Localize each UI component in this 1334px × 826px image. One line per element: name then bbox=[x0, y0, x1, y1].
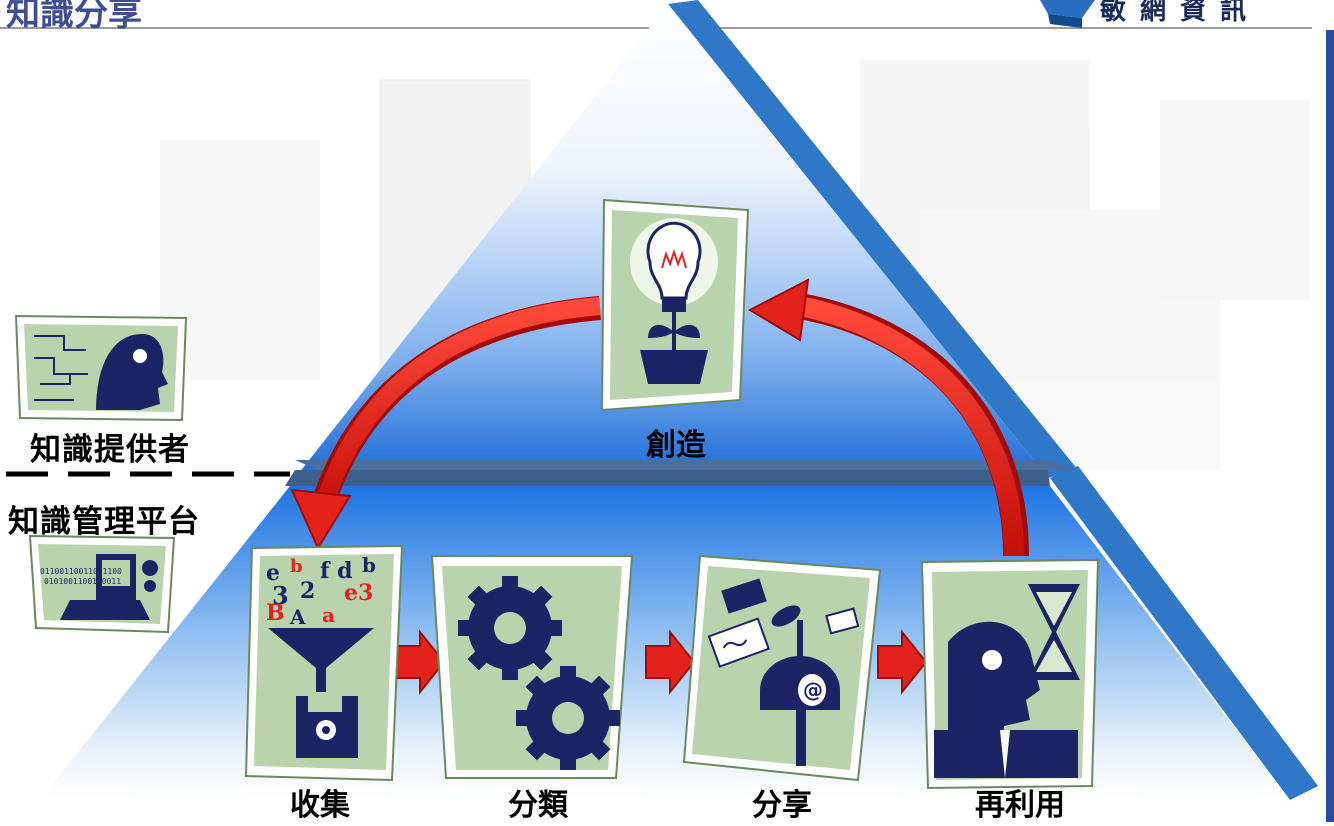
arrow-collect-to-classify bbox=[395, 629, 446, 695]
arrow-create-to-collect bbox=[290, 296, 602, 551]
head-hourglass-icon bbox=[920, 558, 1100, 790]
funnel-disk-icon: e b f d b 3 2 e3 B A a bbox=[244, 544, 404, 782]
svg-text:2: 2 bbox=[300, 578, 315, 604]
svg-text:e: e bbox=[266, 560, 280, 586]
stage-label-classify: 分類 bbox=[508, 788, 568, 823]
svg-text:A: A bbox=[289, 605, 306, 629]
gears-icon bbox=[430, 555, 634, 779]
computer-binary-icon: 01100110011001100 0101001100110011 bbox=[28, 534, 176, 634]
stage-label-share: 分享 bbox=[752, 788, 812, 823]
logo-icon bbox=[1040, 0, 1095, 28]
thinking-head-icon bbox=[14, 314, 188, 422]
svg-text:B: B bbox=[266, 600, 285, 626]
svg-text:e3: e3 bbox=[344, 580, 373, 606]
svg-text:@: @ bbox=[803, 678, 823, 702]
svg-text:3: 3 bbox=[272, 581, 289, 610]
logo-text: 敏網資訊 bbox=[1100, 0, 1261, 26]
svg-text:01100110011001100: 01100110011001100 bbox=[40, 567, 122, 576]
svg-text:a: a bbox=[322, 603, 335, 627]
platform-label: 知識管理平台 bbox=[8, 504, 200, 540]
svg-text:f d: f d bbox=[320, 558, 353, 584]
arrow-reuse-to-create bbox=[747, 278, 1029, 557]
provider-label: 知識提供者 bbox=[30, 432, 190, 468]
arrow-classify-to-share bbox=[645, 629, 696, 695]
svg-text:b: b bbox=[362, 553, 376, 577]
lightbulb-plant-icon bbox=[600, 198, 750, 412]
stage-label-reuse: 再利用 bbox=[975, 788, 1065, 823]
stage-label-collect: 收集 bbox=[290, 788, 350, 823]
svg-text:0101001100110011: 0101001100110011 bbox=[44, 577, 121, 586]
page-title: 知識分享 bbox=[6, 0, 142, 34]
pyramid-bottom bbox=[40, 466, 1318, 800]
svg-text:b: b bbox=[290, 556, 303, 577]
right-edge-bar bbox=[1326, 30, 1334, 822]
mailbox-at-icon: @ bbox=[682, 554, 882, 782]
arrow-share-to-reuse bbox=[877, 629, 928, 695]
stage-label-create: 創造 bbox=[646, 428, 706, 463]
